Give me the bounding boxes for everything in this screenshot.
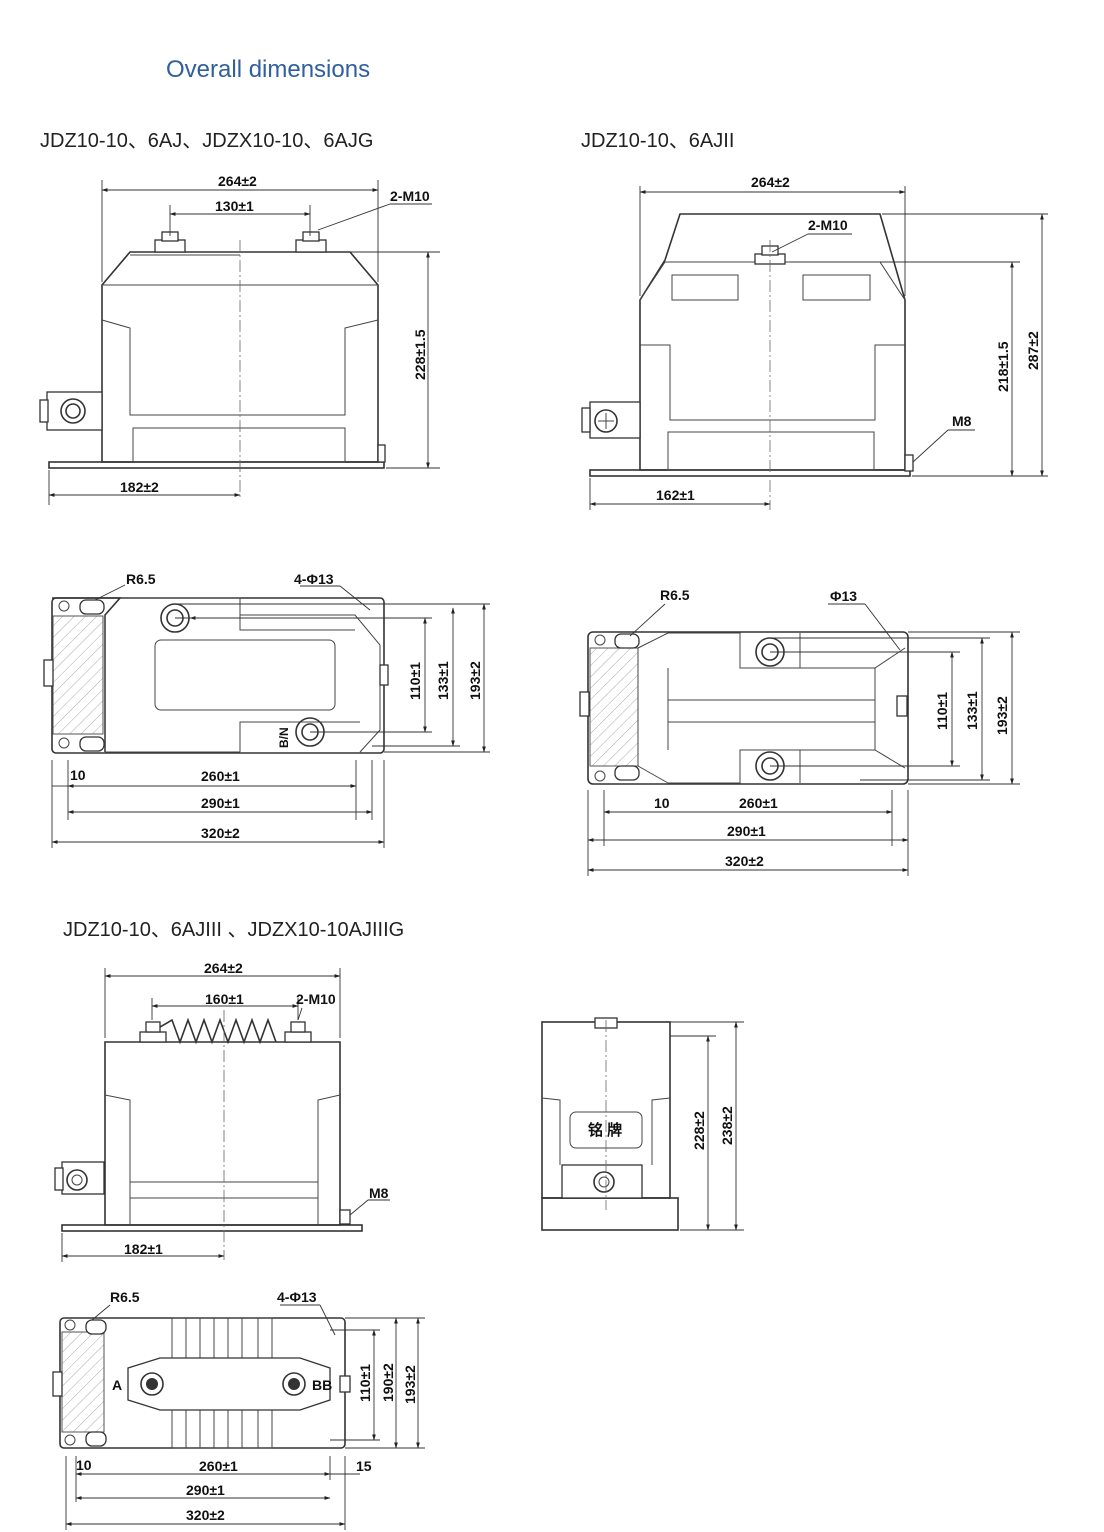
v4-edge-label: 10 <box>654 795 670 811</box>
v3-l2-label: 290±1 <box>201 795 240 811</box>
v4-radius-label: R6.5 <box>660 587 690 603</box>
v7-d3-label: 193±2 <box>402 1365 418 1404</box>
v4-holes-label: Φ13 <box>830 588 857 604</box>
v7-l1-label: 260±1 <box>199 1458 238 1474</box>
view5-front <box>54 968 390 1262</box>
v5-center-label: 182±1 <box>124 1241 163 1257</box>
v3-edge-label: 10 <box>70 767 86 783</box>
v3-l3-label: 320±2 <box>201 825 240 841</box>
v3-radius-label: R6.5 <box>126 571 156 587</box>
v1-center-label: 182±2 <box>120 479 159 495</box>
v2-width-label: 264±2 <box>751 174 790 190</box>
v5-width-label: 264±2 <box>204 960 243 976</box>
v7-edge-left-label: 10 <box>76 1457 92 1473</box>
v3-d3-label: 193±2 <box>467 661 483 700</box>
v3-d2-label: 133±1 <box>435 661 451 700</box>
v1-terminals-label: 2-M10 <box>390 188 430 204</box>
v4-d2-label: 133±1 <box>964 691 980 730</box>
view4-plan <box>579 603 1020 876</box>
v1-height-label: 228±1.5 <box>412 329 428 380</box>
v7-l3-label: 320±2 <box>186 1507 225 1523</box>
v1-width-label: 264±2 <box>218 173 257 189</box>
v1-bolt-spacing-label: 130±1 <box>215 198 254 214</box>
v5-bolt-spacing-label: 160±1 <box>205 991 244 1007</box>
section-3-caption: JDZ10-10、6AJIII 、JDZX10-10AJIIIG <box>63 919 405 941</box>
v2-center-label: 162±1 <box>656 487 695 503</box>
v4-d1-label: 110±1 <box>934 692 950 730</box>
view3-plan <box>43 584 490 848</box>
v6-nameplate-label: 铭 牌 <box>588 1121 622 1139</box>
view7-plan <box>52 1304 425 1530</box>
v4-l3-label: 320±2 <box>725 853 764 869</box>
v7-d1-label: 110±1 <box>357 1364 373 1402</box>
v7-radius-label: R6.5 <box>110 1289 140 1305</box>
v7-terminal-b-label: BB <box>312 1377 332 1393</box>
page-title: Overall dimensions <box>166 56 371 83</box>
v7-holes-label: 4-Φ13 <box>277 1289 317 1305</box>
section-2-caption: JDZ10-10、6AJII <box>581 130 735 152</box>
v7-d2-label: 190±2 <box>380 1363 396 1402</box>
v3-marking-label: B/N <box>277 727 291 748</box>
v7-l2-label: 290±1 <box>186 1482 225 1498</box>
v4-l2-label: 290±1 <box>727 823 766 839</box>
v5-terminals-label: 2-M10 <box>296 991 336 1007</box>
v6-height2-label: 238±2 <box>719 1106 735 1145</box>
section-1-caption: JDZ10-10、6AJ、JDZX10-10、6AJG <box>40 130 374 152</box>
v6-height1-label: 228±2 <box>691 1111 707 1150</box>
v2-ground-label: M8 <box>952 413 972 429</box>
v5-ground-label: M8 <box>369 1185 389 1201</box>
v3-d1-label: 110±1 <box>407 662 423 700</box>
v2-terminals-label: 2-M10 <box>808 217 848 233</box>
v4-l1-label: 260±1 <box>739 795 778 811</box>
v2-height2-label: 287±2 <box>1025 331 1041 370</box>
v3-holes-label: 4-Φ13 <box>294 571 334 587</box>
view2-front <box>581 186 1048 510</box>
view1-front <box>39 180 440 505</box>
v2-height1-label: 218±1.5 <box>995 341 1011 392</box>
v4-d3-label: 193±2 <box>994 696 1010 735</box>
v3-l1-label: 260±1 <box>201 768 240 784</box>
view6-side <box>541 1017 744 1231</box>
v7-terminal-a-label: A <box>112 1377 122 1393</box>
v7-edge-right-label: 15 <box>356 1458 372 1474</box>
